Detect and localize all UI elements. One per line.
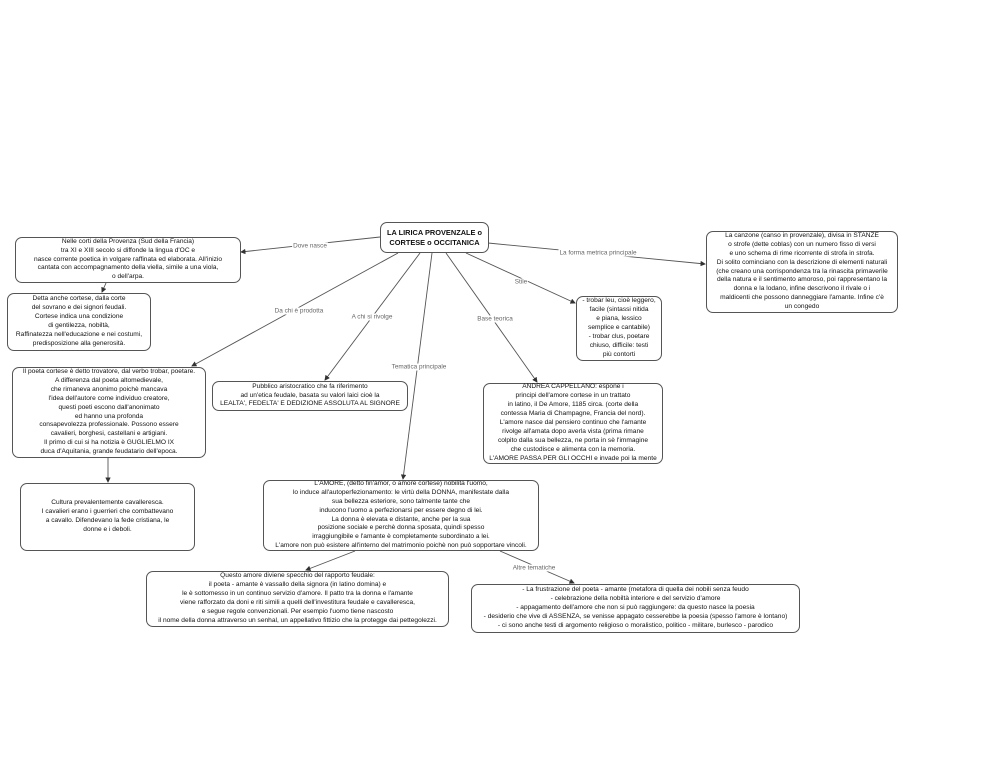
link-label-dove-nasce: Dove nasce <box>292 242 328 250</box>
link-label-altre: Altre tematiche <box>511 564 557 572</box>
node-poeta[interactable]: Il poeta cortese è detto trovatore, dal … <box>12 367 206 458</box>
link-label-tematica: Tematica principale <box>390 363 448 371</box>
node-cultura[interactable]: Cultura prevalentemente cavalleresca. I … <box>20 483 195 551</box>
node-canzone[interactable]: La canzone (canso in provenzale), divisa… <box>706 231 898 313</box>
node-origine[interactable]: Nelle corti della Provenza (Sud della Fr… <box>15 237 241 283</box>
link-label-forma-metrica: La forma metrica principale <box>558 249 638 257</box>
link-origine-cortese <box>101 282 107 293</box>
root-node[interactable]: LA LIRICA PROVENZALE o CORTESE o OCCITAN… <box>380 222 489 253</box>
node-stile[interactable]: - trobar leu, cioè leggero, facile (sint… <box>576 296 662 361</box>
node-feudale[interactable]: Questo amore diviene specchio del rappor… <box>146 571 449 627</box>
node-pubblico[interactable]: Pubblico aristocratico che fa riferiment… <box>212 381 408 411</box>
node-cappellano[interactable]: ANDREA CAPPELLANO: espone i principi del… <box>483 383 663 464</box>
node-altre-tematiche[interactable]: - La frustrazione del poeta - amante (me… <box>471 584 800 633</box>
node-amore[interactable]: L'AMORE, (detto fin'amor, o amore cortes… <box>263 480 539 551</box>
link-amore-feudale <box>305 550 356 571</box>
node-cortese[interactable]: Detta anche cortese, dalla corte del sov… <box>7 293 151 351</box>
link-label-a-chi: A chi si rivolge <box>350 313 394 321</box>
link-label-base-teorica: Base teorica <box>476 315 514 323</box>
link-label-da-chi: Da chi è prodotta <box>273 307 325 315</box>
link-stile <box>465 252 576 304</box>
link-label-stile: Stile <box>513 278 529 286</box>
